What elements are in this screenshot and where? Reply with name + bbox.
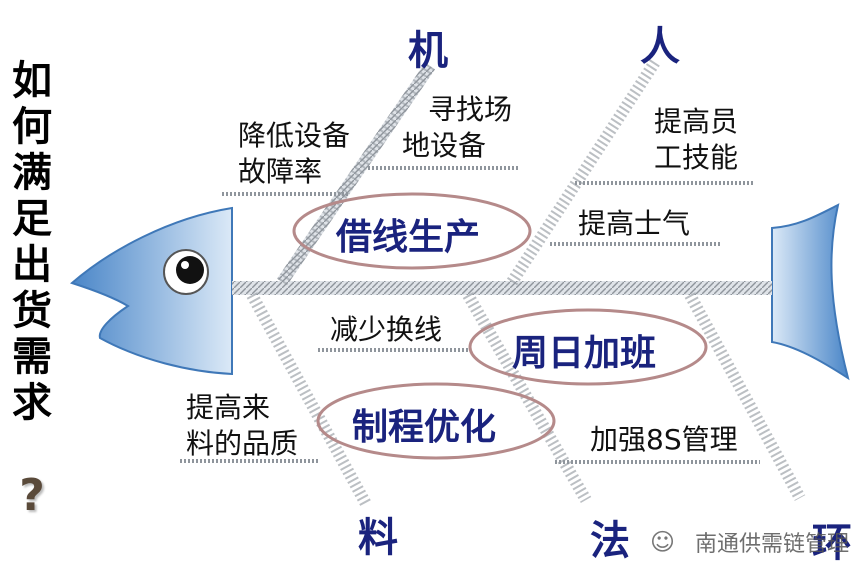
- cause-line: 提高员: [654, 105, 739, 138]
- ellipse-process-opt: [316, 382, 556, 460]
- category-environment: 环: [812, 520, 852, 566]
- cause-reduce-failure: 降低设备 故障率: [238, 118, 350, 190]
- category-machine: 机: [408, 28, 448, 74]
- category-method: 法: [590, 518, 630, 564]
- cause-8s: 加强8S管理: [590, 423, 738, 456]
- vertical-title: 如 何 满 足 出 货 需 求: [8, 58, 56, 426]
- cause-line: 寻找场: [428, 93, 513, 126]
- fish-head: [70, 206, 233, 376]
- title-char: 足: [12, 196, 52, 242]
- title-char: 何: [12, 104, 52, 150]
- cause-line: 地设备: [402, 129, 487, 162]
- title-char: 出: [12, 242, 52, 288]
- cause-morale: 提高士气: [578, 207, 691, 240]
- solution-borrow-line: 借线生产: [336, 217, 481, 258]
- watermark: 南通供需链管理: [695, 532, 850, 557]
- cause-line: 提高来: [186, 391, 271, 424]
- cause-line: 故障率: [238, 155, 323, 188]
- cause-changeover: 减少换线: [330, 313, 443, 346]
- fish-tail: [771, 203, 850, 381]
- title-char: 满: [12, 150, 52, 196]
- bone-environment: [684, 292, 806, 501]
- title-char: 需: [12, 334, 52, 380]
- category-people: 人: [640, 24, 680, 70]
- question-mark: ?: [19, 470, 45, 521]
- ellipse-sunday-overtime: [468, 308, 708, 386]
- solution-sunday-overtime: 周日加班: [512, 333, 657, 374]
- category-material: 料: [358, 515, 398, 561]
- title-char: 货: [12, 288, 52, 334]
- title-char: 如: [12, 58, 52, 104]
- cause-line: 料的品质: [186, 427, 299, 460]
- cause-material-quality: 提高来 料的品质: [186, 390, 298, 462]
- cause-find-equipment: 寻找场 地设备: [402, 92, 512, 164]
- cause-line: 降低设备: [238, 119, 351, 152]
- title-char: 求: [12, 380, 52, 426]
- bone-people: [506, 58, 661, 286]
- wechat-icon: ☺: [650, 528, 676, 556]
- cause-skill: 提高员 工技能: [654, 104, 738, 176]
- cause-line: 工技能: [654, 141, 739, 174]
- minor-bones: [180, 166, 760, 464]
- fish-spine: [232, 281, 772, 295]
- ellipse-borrow-line: [292, 192, 532, 270]
- solution-process-optimization: 制程优化: [352, 407, 497, 448]
